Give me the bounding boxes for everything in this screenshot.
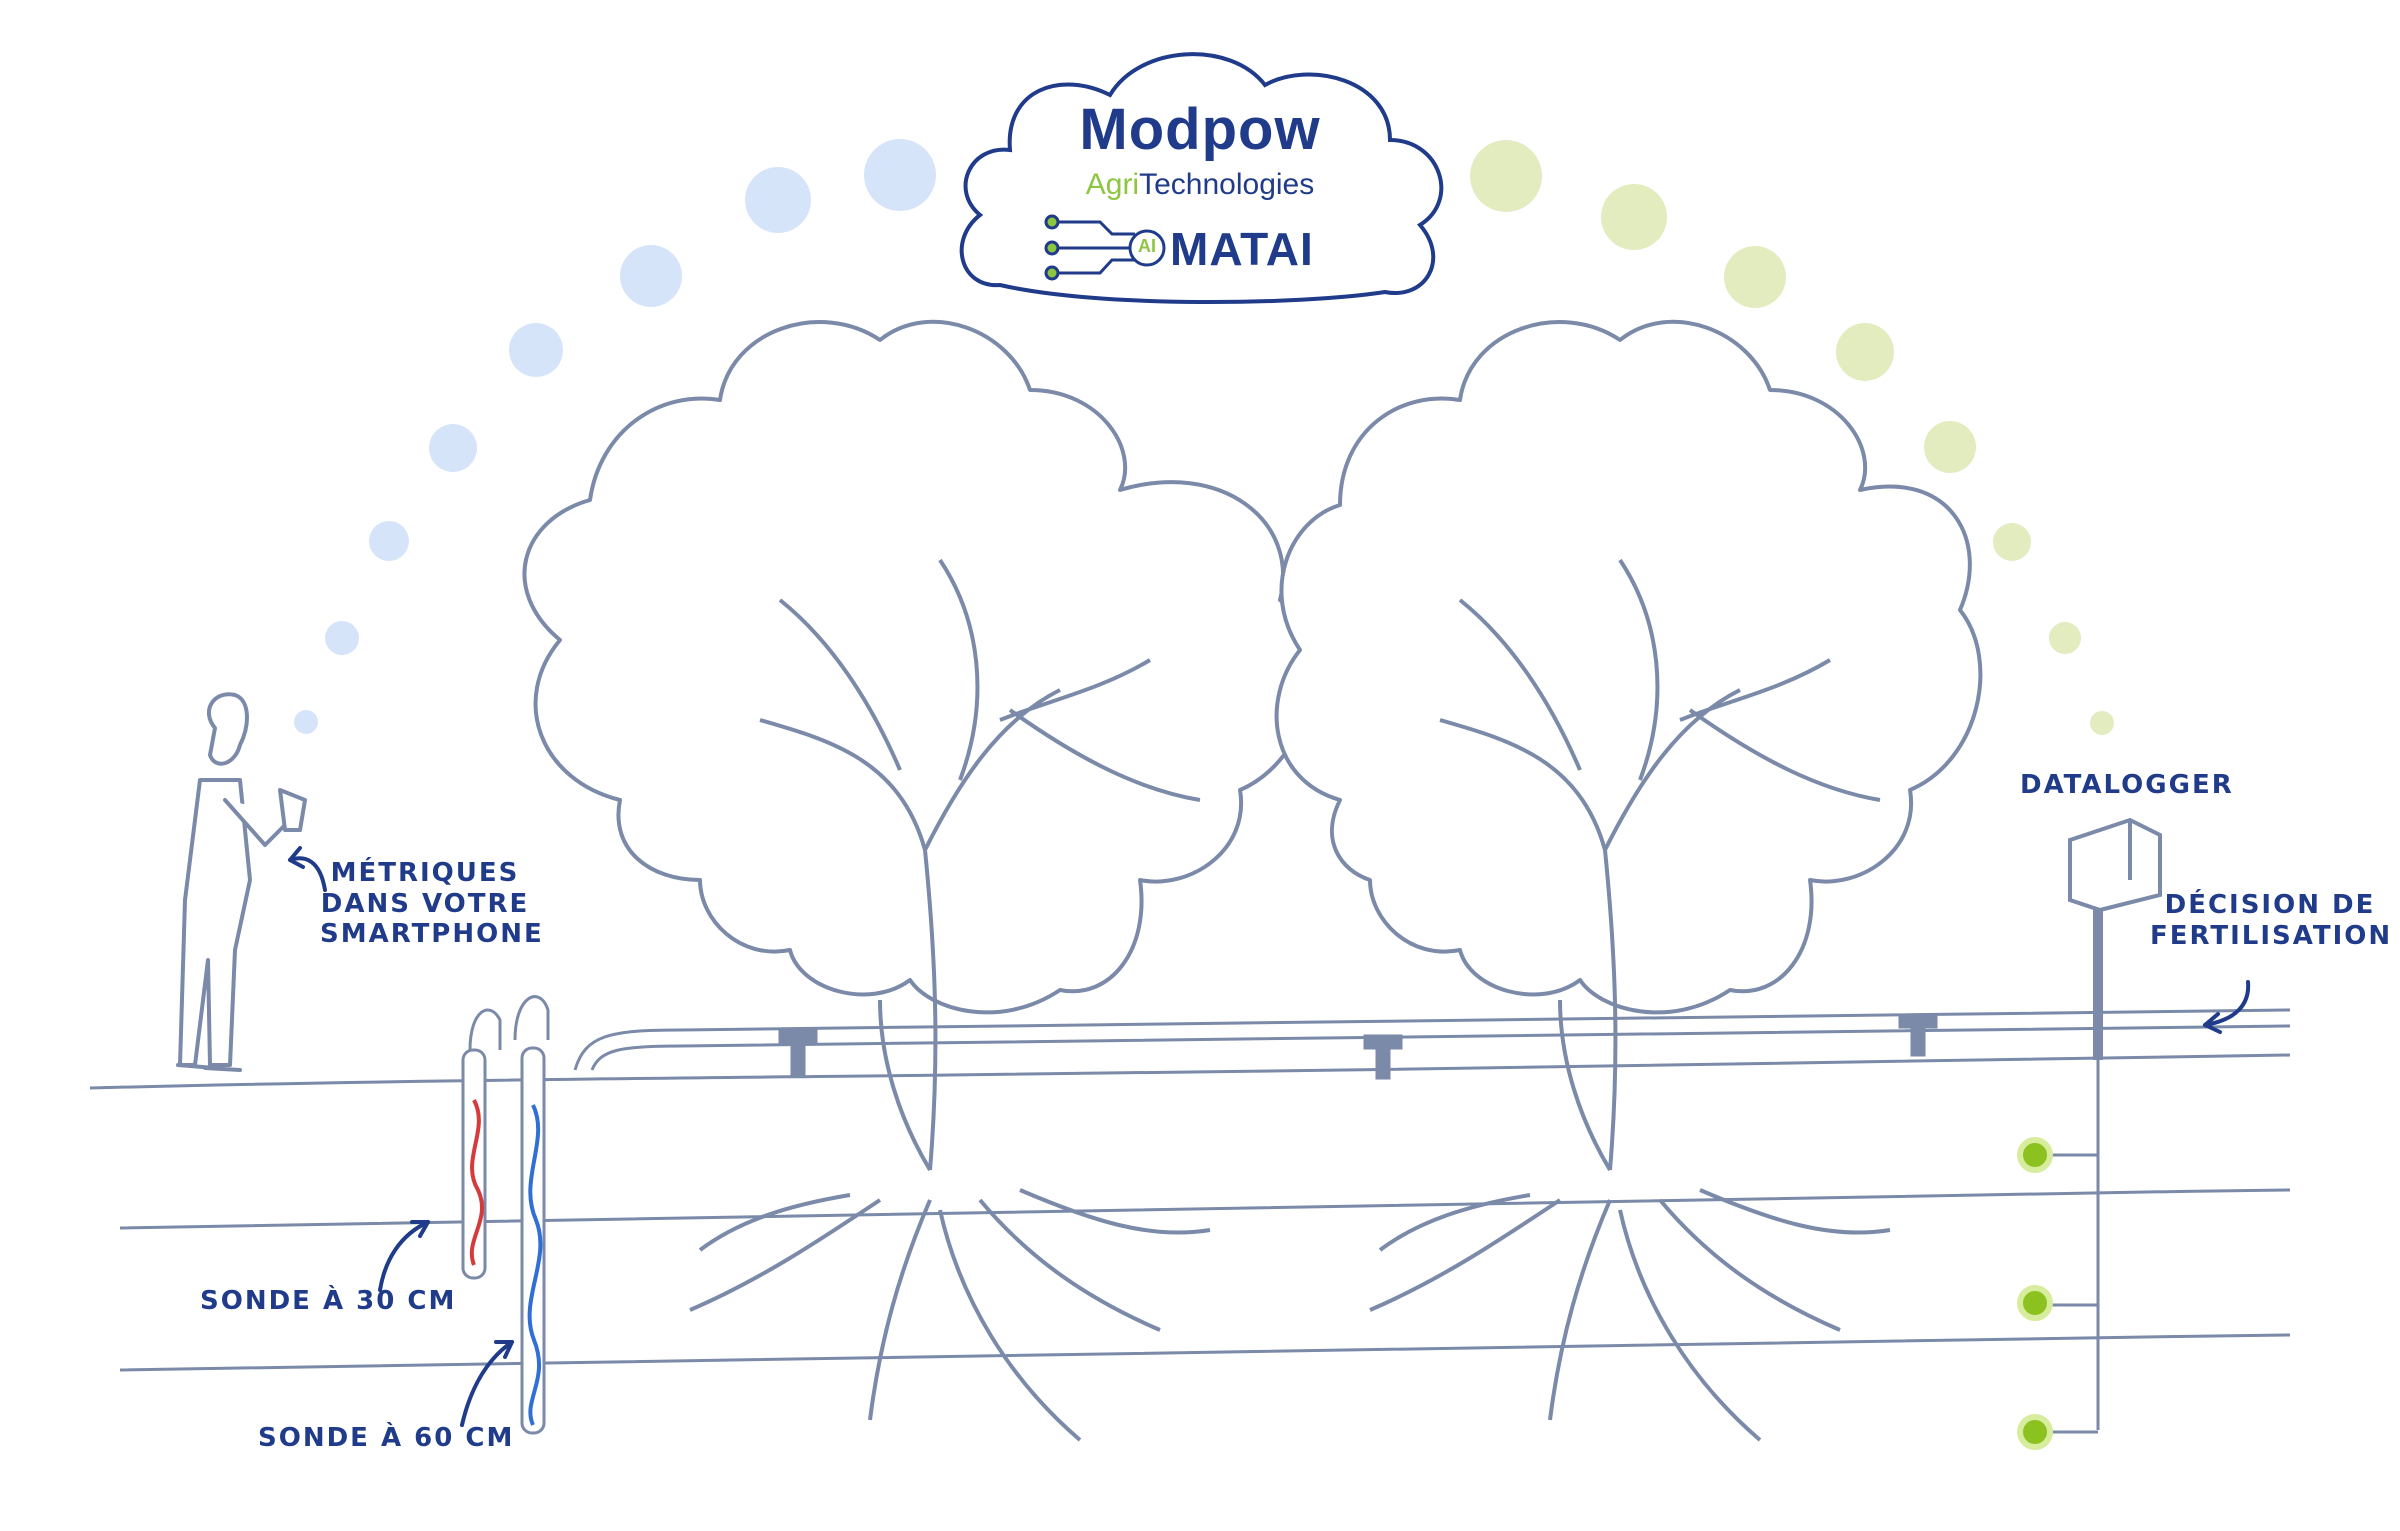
datalogger-box-icon [2040, 817, 2162, 1434]
probe-30-label: SONDE À 30 CM [200, 1286, 457, 1316]
ai-badge: AI [1138, 236, 1156, 256]
tagline-prefix: Agri [1085, 168, 1140, 201]
arrow-icon [460, 1340, 514, 1427]
soil-probe-icon [513, 995, 550, 1435]
soil-probe-icon [461, 1008, 502, 1280]
metrics-label-line2: DANS VOTRE [320, 888, 530, 919]
metrics-label: MÉTRIQUES DANS VOTRE SMARTPHONE [320, 858, 544, 950]
data-bubbles-blue [294, 139, 936, 734]
tagline-suffix: Technologies [1139, 168, 1315, 201]
decision-label-line1: DÉCISION DE [2164, 890, 2376, 920]
soil-layers [89, 1053, 2291, 1372]
circuit-icon [1044, 214, 1166, 281]
decision-label-line2: FERTILISATION [2150, 920, 2393, 951]
brand-tagline: AgriTechnologies [1060, 168, 1340, 202]
decision-label: DÉCISION DE FERTILISATION [2150, 890, 2390, 951]
person-icon [176, 692, 307, 1072]
metrics-label-line1: MÉTRIQUES [330, 858, 520, 888]
arrow-icon [288, 846, 327, 892]
tree-icon [522, 319, 1315, 1442]
datalogger-label: DATALOGGER [2020, 770, 2234, 800]
metrics-label-line3: SMARTPHONE [320, 919, 544, 950]
irrigation-pipe [573, 1008, 2291, 1080]
arrow-icon [378, 1220, 430, 1292]
arrow-icon [2203, 980, 2251, 1034]
sensor-node-icon [2017, 1137, 2053, 1450]
tree-icon [1274, 319, 1983, 1442]
cloud-icon [959, 52, 1444, 305]
probe-60-label: SONDE À 60 CM [258, 1423, 515, 1453]
product-name: MATAI [1170, 223, 1314, 275]
data-bubbles-green [1470, 140, 2114, 735]
brand-name: Modpow [1079, 97, 1321, 162]
